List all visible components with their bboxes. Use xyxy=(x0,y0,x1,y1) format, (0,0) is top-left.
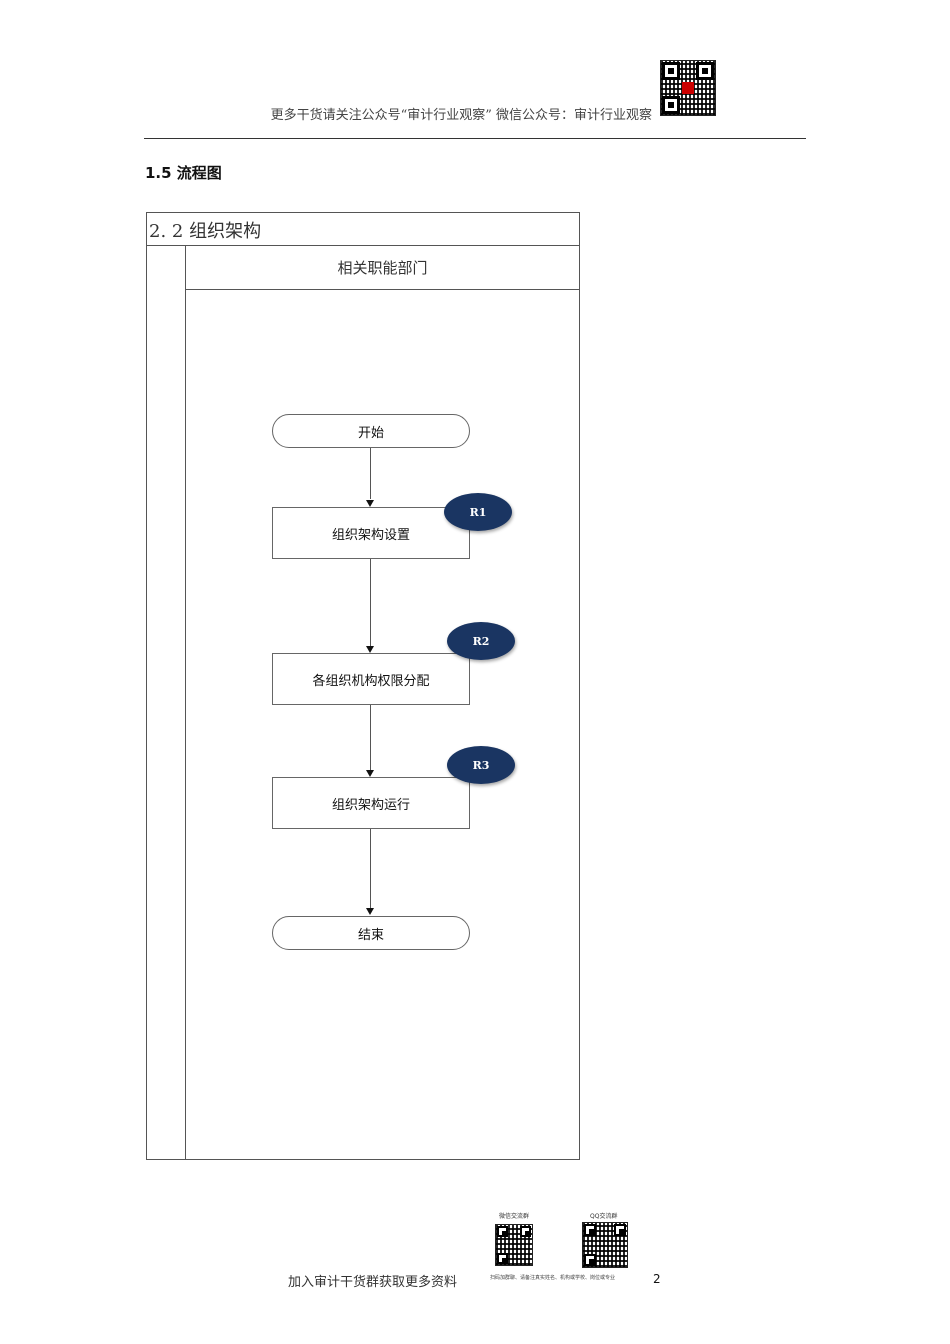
qr-finder xyxy=(497,1226,508,1237)
header-text: 更多干货请关注公众号“审计行业观察” 微信公众号：审计行业观察 xyxy=(270,108,652,123)
lane-header: 相关职能部门 xyxy=(186,246,579,290)
step-org-structure-operation: 组织架构运行 xyxy=(272,777,470,829)
footer-text: 加入审计干货群获取更多资料 xyxy=(288,1275,458,1290)
qr-finder xyxy=(584,1224,596,1236)
arrow-head-3 xyxy=(366,770,374,777)
end-node: 结束 xyxy=(272,916,470,950)
frame-title: 2. 2 组织架构 xyxy=(149,221,262,242)
wechat-qr-code-icon xyxy=(495,1224,533,1266)
page-number: 2 xyxy=(653,1272,661,1286)
risk-marker-r2: R2 xyxy=(447,622,515,660)
qr-finder xyxy=(520,1226,531,1237)
connector-start-step1 xyxy=(370,447,371,499)
qr-finder xyxy=(497,1253,508,1264)
wechat-group-caption: 微信交流群 xyxy=(499,1213,530,1220)
connector-step3-end xyxy=(370,828,371,908)
qr-logo-mark xyxy=(682,82,694,94)
step-org-structure-setup: 组织架构设置 xyxy=(272,507,470,559)
connector-step1-step2 xyxy=(370,558,371,646)
qq-qr-code-icon xyxy=(582,1222,628,1268)
step-permission-allocation: 各组织机构权限分配 xyxy=(272,653,470,705)
flowchart-frame: 2. 2 组织架构 相关职能部门 xyxy=(146,212,580,1160)
risk-marker-r3: R3 xyxy=(447,746,515,784)
qr-finder-bottom-left xyxy=(662,96,680,114)
header-rule xyxy=(144,138,806,139)
qq-group-caption: QQ交流群 xyxy=(590,1213,618,1220)
lane-divider xyxy=(185,246,186,1159)
arrow-head-1 xyxy=(366,500,374,507)
frame-title-row: 2. 2 组织架构 xyxy=(147,213,579,246)
qr-code-icon xyxy=(660,60,716,116)
start-node: 开始 xyxy=(272,414,470,448)
qr-finder xyxy=(584,1254,596,1266)
group-join-note: 扫码加群聊、请备注真实姓名、机构或学校、岗位或专业 xyxy=(490,1275,616,1281)
connector-step2-step3 xyxy=(370,704,371,770)
risk-marker-r1: R1 xyxy=(444,493,512,531)
qr-finder xyxy=(614,1224,626,1236)
arrow-head-4 xyxy=(366,908,374,915)
arrow-head-2 xyxy=(366,646,374,653)
section-title: 1.5 流程图 xyxy=(145,164,222,182)
qr-finder-top-right xyxy=(696,62,714,80)
qr-finder-top-left xyxy=(662,62,680,80)
